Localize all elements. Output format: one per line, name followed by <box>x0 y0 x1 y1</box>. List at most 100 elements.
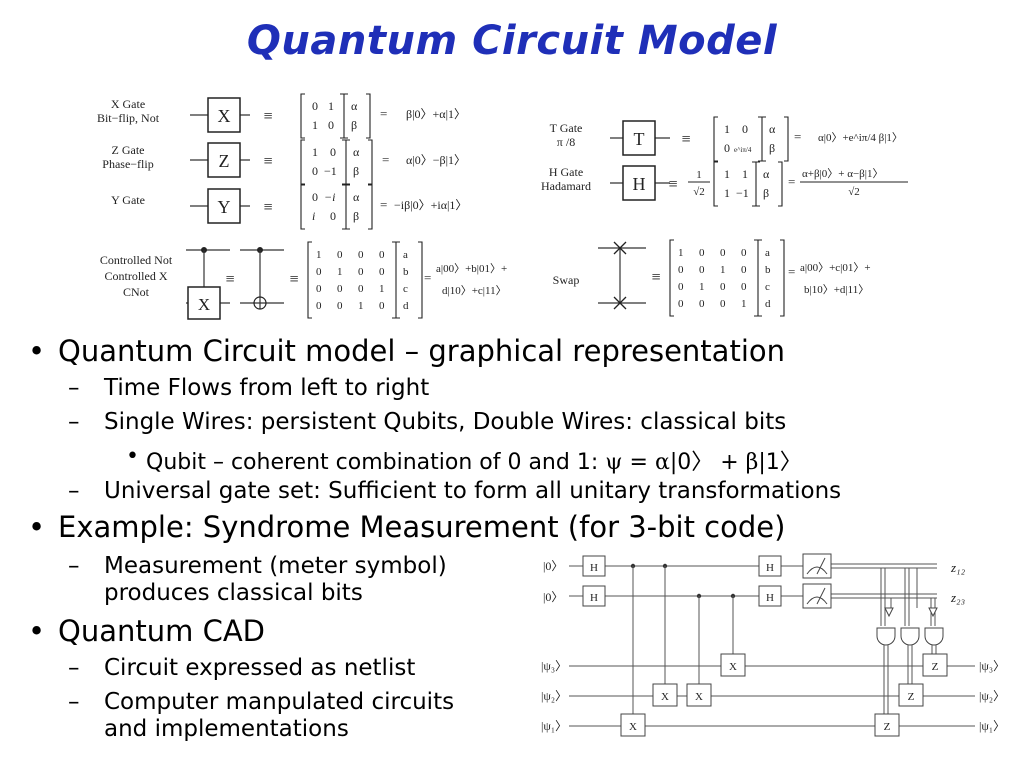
cn-01: 0 <box>337 249 343 261</box>
t-gate-box <box>622 120 656 156</box>
y-v1: β <box>353 209 359 223</box>
h-gate-result-den: √2 <box>848 186 860 198</box>
output-psi2: |ψ₂〉 <box>979 689 1005 703</box>
cnot-x-symbol: X <box>198 295 210 314</box>
cn-vd: d <box>403 300 409 312</box>
bullet-dot: • <box>28 614 46 648</box>
bullet-computer-circuits: Computer manpulated circuits <box>104 689 455 715</box>
t-gate-label: T Gate <box>550 121 583 135</box>
cnot-row: Controlled Not Controlled X CNot X ≡ ≡ 1… <box>100 241 507 320</box>
z-gate-3 <box>922 653 948 677</box>
h-gate-4 <box>758 585 782 607</box>
sw-23: 0 <box>741 281 747 293</box>
x-gate-symbol: X <box>218 106 231 126</box>
h-gate-4-label: H <box>766 592 774 604</box>
x-gate-sublabel: Bit−flip, Not <box>97 111 160 125</box>
x-gate-3 <box>686 683 712 707</box>
sw-vc: c <box>765 281 770 293</box>
t-gate-symbol: T <box>634 129 645 149</box>
input-ancilla-1: |0〉 <box>543 559 563 573</box>
z-gate-symbol: Z <box>219 151 230 171</box>
sw-10: 0 <box>678 264 684 276</box>
cn-03: 0 <box>379 249 385 261</box>
z-v1: β <box>353 164 359 178</box>
z-m11: −1 <box>324 164 337 178</box>
bullet-measurement-cont: produces classical bits <box>104 580 363 606</box>
h-gate-2-label: H <box>590 592 598 604</box>
bullet-quantum-cad: Quantum CAD <box>58 614 265 648</box>
swap-equiv: ≡ <box>651 269 660 286</box>
x-gate-1 <box>620 713 646 737</box>
z-m00: 1 <box>312 145 318 159</box>
z-eq: = <box>382 152 389 167</box>
z-gate-2 <box>898 683 924 707</box>
h-gate-result-num: α+β|0〉+ α−β|1〉 <box>802 167 884 180</box>
x-m11: 0 <box>328 118 334 132</box>
t-m11: e^iπ/4 <box>734 146 752 154</box>
x-v1: β <box>351 118 357 132</box>
x-m01: 1 <box>328 99 334 113</box>
t-m01: 0 <box>742 122 748 136</box>
z-gate-1-label: Z <box>884 721 891 733</box>
cn-11: 1 <box>337 266 343 278</box>
h-gate-symbol: H <box>633 174 646 194</box>
x-gate-3-label: X <box>695 691 703 703</box>
cn-12: 0 <box>358 266 364 278</box>
y-gate-label: Y Gate <box>111 193 145 207</box>
dash-marker: – <box>68 409 80 435</box>
h-m11: −1 <box>736 186 749 200</box>
sw-13: 0 <box>741 264 747 276</box>
x-gate-row: X Gate Bit−flip, Not X ≡ 0 1 1 0 α β = β… <box>97 93 466 139</box>
cnot-equiv1: ≡ <box>225 271 234 288</box>
cn-21: 0 <box>337 283 343 295</box>
h-gate-sublabel: Hadamard <box>541 179 591 193</box>
x-gate-4-label: X <box>729 661 737 673</box>
swap-result-2: b|10〉+d|11〉 <box>804 283 869 296</box>
y-gate-equiv: ≡ <box>263 199 272 216</box>
h-eq: = <box>788 174 795 189</box>
bullet-dot: • <box>28 334 46 368</box>
cn-vb: b <box>403 266 409 278</box>
x-gate-4 <box>720 653 746 677</box>
cn-10: 0 <box>316 266 322 278</box>
z-gate-1 <box>874 713 900 737</box>
y-m10: i <box>312 209 315 223</box>
z-gate-result: α|0〉−β|1〉 <box>406 153 466 167</box>
t-gate-equiv: ≡ <box>681 131 690 148</box>
cn-02: 0 <box>358 249 364 261</box>
ket0-symbol: |0〉 <box>669 450 714 475</box>
z-gate-row: Z Gate Phase−flip Z ≡ 1 0 0 −1 α β = α|0… <box>102 139 466 185</box>
cn-00: 1 <box>316 249 322 261</box>
swap-result-1: a|00〉+c|01〉+ <box>800 261 871 274</box>
t-eq: = <box>794 129 801 144</box>
h-gate-box <box>622 165 656 201</box>
t-v0: α <box>769 122 776 136</box>
h-v0: α <box>763 167 770 181</box>
alpha-symbol: α <box>654 450 670 475</box>
cn-va: a <box>403 249 408 261</box>
bullet-computer-circuits-cont: and implementations <box>104 716 349 742</box>
cnot-result-2: d|10〉+c|11〉 <box>442 284 507 297</box>
sw-03: 0 <box>741 247 747 259</box>
cn-33: 0 <box>379 300 385 312</box>
swap-x-icon-top <box>613 241 627 255</box>
input-psi2: |ψ₂〉 <box>541 689 567 703</box>
z-gate-sublabel: Phase−flip <box>102 157 153 171</box>
bullet-dot: • <box>28 510 46 544</box>
meter-icon <box>802 553 832 579</box>
sw-00: 1 <box>678 247 684 259</box>
z-gate-box <box>207 142 241 178</box>
x-gate-box <box>207 97 241 133</box>
sw-vd: d <box>765 298 771 310</box>
meter-icon <box>802 583 832 609</box>
x-gate-1-label: X <box>629 721 637 733</box>
sw-01: 0 <box>699 247 705 259</box>
x-gate-label: X Gate <box>111 97 145 111</box>
z-m01: 0 <box>330 145 336 159</box>
cnot-label-3: CNot <box>123 285 150 299</box>
h-gate-3-label: H <box>766 562 774 574</box>
sw-31: 0 <box>699 298 705 310</box>
y-gate-result: −iβ|0〉+iα|1〉 <box>394 198 467 212</box>
cnot-x-box <box>187 286 221 320</box>
beta-symbol: β <box>745 450 759 475</box>
